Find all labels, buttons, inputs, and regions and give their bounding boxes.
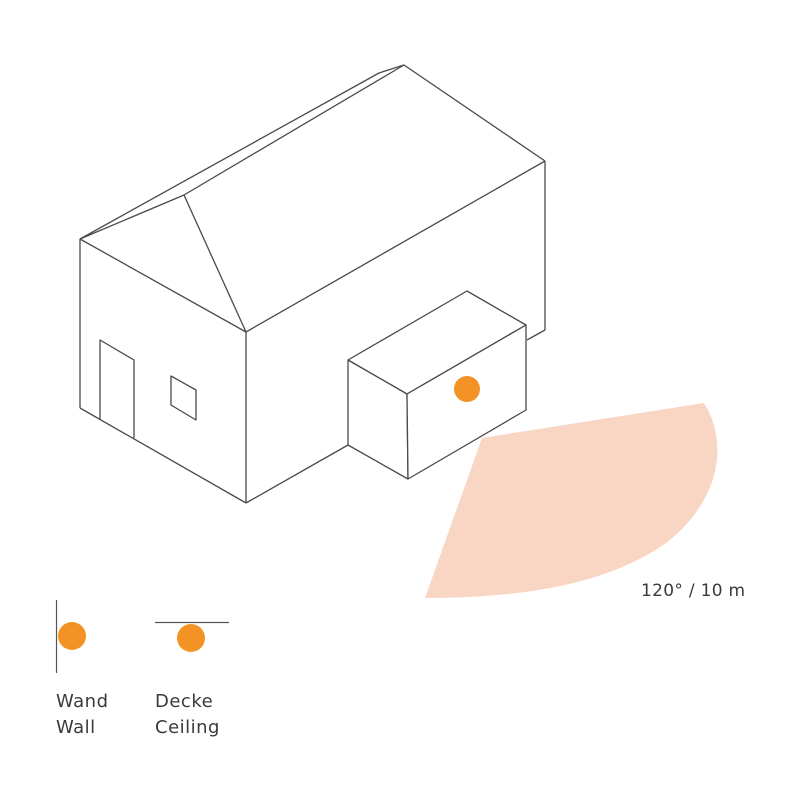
legend-wall-label-en: Wall bbox=[56, 717, 96, 738]
house-window bbox=[170, 375, 197, 421]
sensor-dot bbox=[454, 376, 480, 402]
house-door bbox=[99, 339, 135, 438]
legend-wall-label: Wand Wall bbox=[56, 689, 109, 741]
legend-ceiling-mount bbox=[155, 621, 229, 652]
legend-ceiling-label-de: Decke bbox=[155, 691, 214, 712]
detection-coverage-area bbox=[425, 403, 718, 598]
legend-ceiling-label-en: Ceiling bbox=[155, 717, 220, 738]
wall-sensor-icon bbox=[58, 622, 86, 650]
legend-wall-label-de: Wand bbox=[56, 691, 109, 712]
house-roof bbox=[79, 64, 546, 333]
legend-ceiling-label: Decke Ceiling bbox=[155, 689, 220, 741]
house-walls bbox=[79, 161, 546, 504]
legend-wall-mount bbox=[55, 600, 86, 673]
annex-box bbox=[347, 290, 527, 480]
coverage-label: 120° / 10 m bbox=[641, 581, 746, 601]
ceiling-sensor-icon bbox=[177, 624, 205, 652]
